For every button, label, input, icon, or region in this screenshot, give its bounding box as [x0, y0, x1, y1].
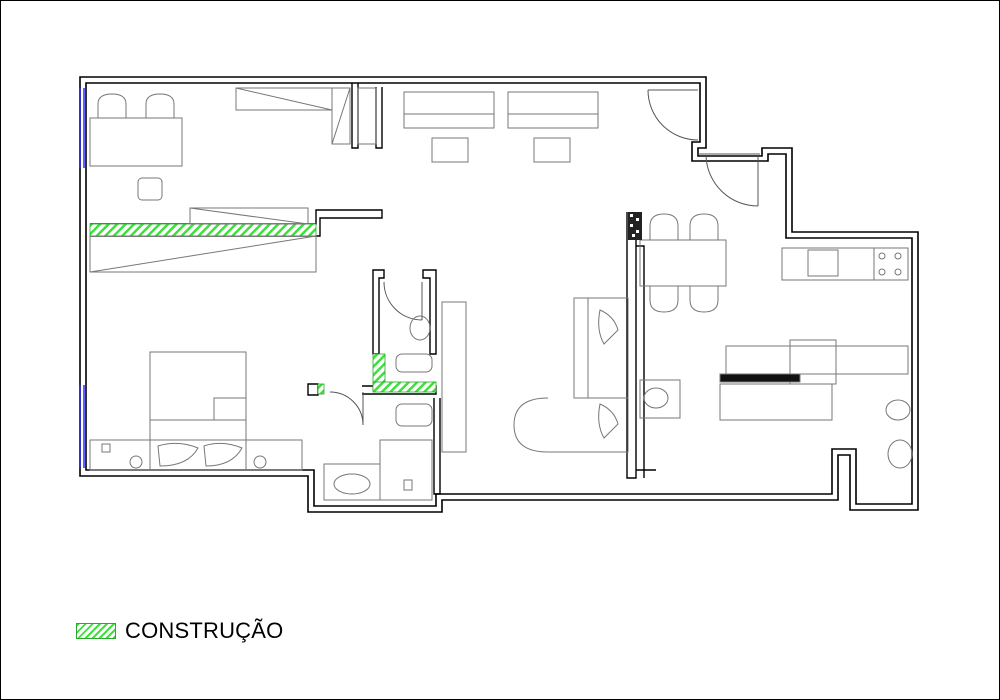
- window-icon: [79, 88, 85, 468]
- sink-icon: [323, 439, 433, 501]
- chair-icon: [649, 213, 719, 313]
- marker: [628, 212, 642, 240]
- desk: [89, 117, 183, 167]
- exterior-walls: [79, 76, 919, 513]
- chair-icon: [97, 93, 175, 201]
- interior-walls: [90, 83, 656, 495]
- sofa-icon: [403, 91, 599, 163]
- construction-wall: [89, 223, 437, 395]
- stove-icon: [873, 247, 909, 281]
- door-swing-icon: [329, 89, 760, 426]
- construction-swatch: [76, 623, 116, 639]
- toilet-icon: [395, 315, 433, 427]
- legend-label: CONSTRUÇÃO: [125, 618, 284, 643]
- furniture: [89, 87, 913, 501]
- bed-icon: [149, 351, 247, 471]
- legend: CONSTRUÇÃO: [76, 618, 283, 644]
